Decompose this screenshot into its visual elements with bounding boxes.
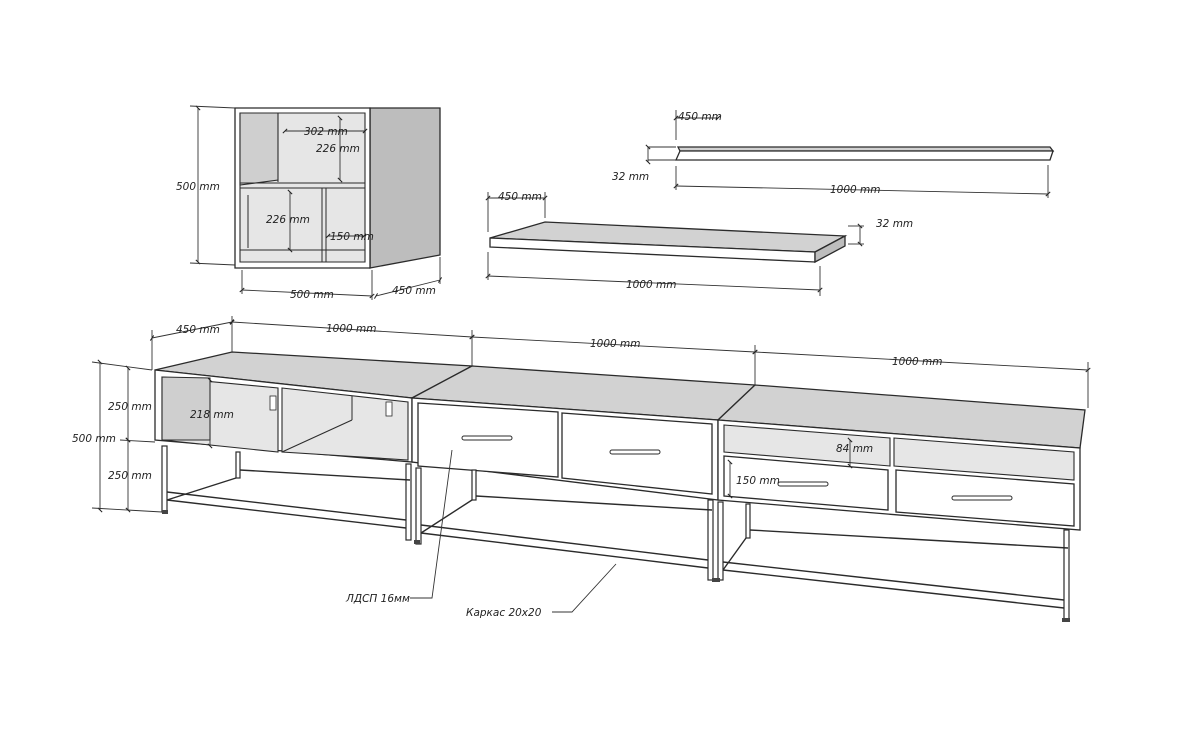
dim-shelf-lower-length: 1000 mm	[626, 279, 677, 291]
dim-tv-stand-drawer-height: 150 mm	[736, 475, 780, 487]
dim-tv-stand-section-3: 1000 mm	[892, 356, 943, 368]
dim-shelf-upper-length: 1000 mm	[830, 184, 881, 196]
dim-shelf-unit-height: 500 mm	[176, 181, 220, 193]
dim-shelf-unit-inner-height-lower: 226 mm	[266, 214, 310, 226]
dim-shelf-unit-inner-width: 302 mm	[304, 126, 348, 138]
tv-stand: 450 mm 1000 mm 1000 mm 1000 mm 500 mm 25…	[72, 316, 1091, 622]
shelf-upper: 450 mm 32 mm 1000 mm	[612, 110, 1055, 198]
dim-tv-stand-total-height: 500 mm	[72, 433, 116, 445]
shelf-unit: 500 mm 500 mm 450 mm 302 mm 226 mm 226 m…	[176, 105, 443, 301]
callout-frame: Каркас 20х20	[466, 607, 542, 619]
dim-shelf-upper-thickness: 32 mm	[612, 171, 649, 183]
dim-shelf-unit-width: 500 mm	[290, 289, 334, 301]
dim-tv-stand-niche-height: 218 mm	[190, 409, 234, 421]
dim-shelf-lower-depth: 450 mm	[498, 191, 542, 203]
dim-shelf-upper-depth: 450 mm	[678, 111, 722, 123]
metal-frame	[161, 445, 1070, 622]
dim-tv-stand-top-height: 250 mm	[108, 401, 152, 413]
dim-tv-stand-section-2: 1000 mm	[590, 338, 641, 350]
dim-shelf-unit-inner-width-small: 150 mm	[330, 231, 374, 243]
dim-tv-stand-leg-height: 250 mm	[108, 470, 152, 482]
dim-shelf-unit-inner-height-upper: 226 mm	[316, 143, 360, 155]
dim-tv-stand-depth: 450 mm	[176, 324, 220, 336]
shelf-lower: 450 mm 32 mm 1000 mm	[485, 191, 913, 296]
callouts: ЛДСП 16мм Каркас 20х20	[345, 449, 617, 619]
dim-tv-stand-niche-small: 84 mm	[836, 443, 873, 455]
dim-shelf-lower-thickness: 32 mm	[876, 218, 913, 230]
callout-material: ЛДСП 16мм	[345, 593, 410, 605]
dim-tv-stand-section-1: 1000 mm	[326, 323, 377, 335]
dim-shelf-unit-depth: 450 mm	[392, 285, 436, 297]
